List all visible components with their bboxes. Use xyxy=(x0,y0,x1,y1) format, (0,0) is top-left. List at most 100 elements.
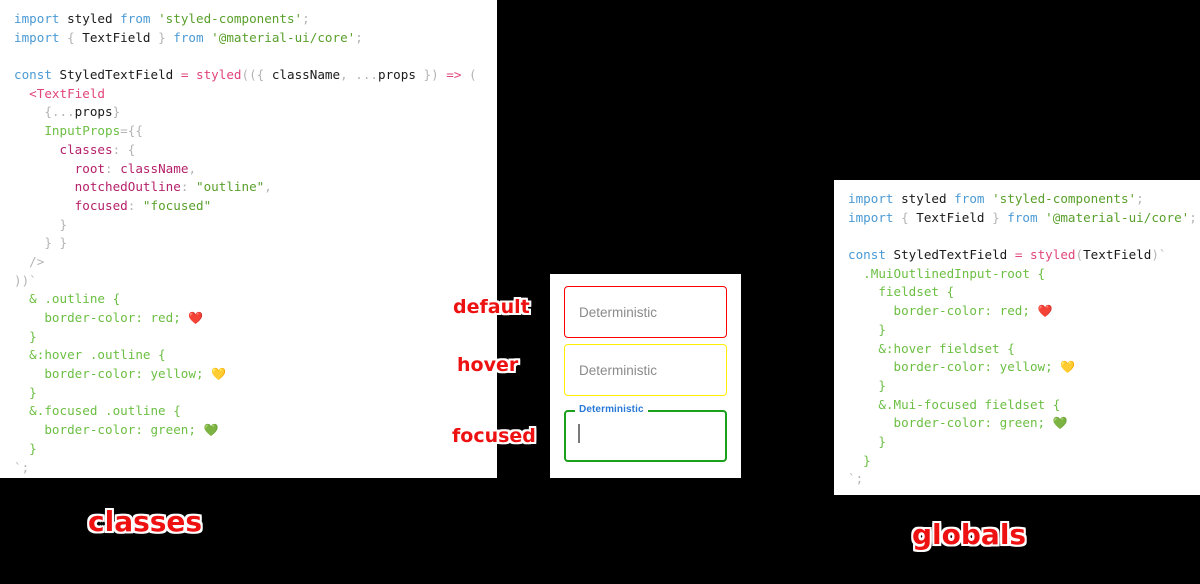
code-token: "outline" xyxy=(196,179,265,195)
code-token xyxy=(14,123,44,138)
code-token: styled xyxy=(67,11,121,26)
code-line: } xyxy=(14,384,497,403)
code-line: {...props} xyxy=(14,103,497,122)
code-token: : xyxy=(180,179,196,195)
code-line: } xyxy=(848,433,1200,452)
textfield-focused[interactable]: Deterministic xyxy=(564,404,727,462)
code-token: } xyxy=(848,433,886,449)
code-token: } xyxy=(14,440,37,456)
heart-emoji: ❤️ xyxy=(1037,304,1053,319)
code-token: { xyxy=(67,29,83,45)
code-token: import xyxy=(848,191,902,206)
code-token: } } xyxy=(14,235,68,251)
code-token: < xyxy=(14,85,37,101)
code-line: } xyxy=(14,328,497,347)
annotation-focused: focused xyxy=(452,425,536,447)
code-token: import xyxy=(14,11,68,26)
textfield-default-wrapper[interactable]: Deterministic xyxy=(564,286,727,338)
code-token: } xyxy=(14,328,37,344)
code-line: focused: "focused" xyxy=(14,197,497,216)
code-token: &.Mui-focused fieldset { xyxy=(848,396,1061,412)
code-token: } xyxy=(992,209,1008,225)
code-token: border-color: yellow; xyxy=(14,366,212,382)
code-token: `; xyxy=(14,459,30,475)
code-line: } xyxy=(14,440,497,459)
code-token: from xyxy=(1007,209,1046,225)
code-token: const xyxy=(848,247,894,263)
code-token: from xyxy=(954,191,993,206)
code-token: )` xyxy=(1151,247,1167,263)
code-token: TextField xyxy=(82,29,159,45)
code-token: props xyxy=(74,104,113,120)
textfield-hover[interactable]: Deterministic xyxy=(564,344,727,396)
code-token: TextField xyxy=(1083,247,1152,263)
code-token: /> xyxy=(14,253,45,269)
code-token: (({ xyxy=(241,67,272,83)
code-token: ; xyxy=(1189,209,1197,225)
code-token: root xyxy=(74,160,106,176)
code-token: : xyxy=(105,160,121,176)
code-line xyxy=(848,227,1200,246)
textfield-focused-wrapper[interactable]: Deterministic xyxy=(564,404,727,462)
code-line: import styled from 'styled-components'; xyxy=(14,10,497,29)
code-token: } xyxy=(14,216,68,232)
code-token: ... xyxy=(355,67,379,83)
code-token: } xyxy=(112,104,121,120)
code-token: styled xyxy=(196,67,242,83)
code-token: styled xyxy=(1030,247,1076,263)
code-line: } xyxy=(848,452,1200,471)
code-token: = xyxy=(1014,247,1030,263)
code-token: { xyxy=(901,209,917,225)
code-line: border-color: yellow; 💛 xyxy=(848,358,1200,377)
code-line: } xyxy=(848,321,1200,340)
code-line: border-color: green; 💚 xyxy=(848,414,1200,433)
heart-emoji: 💛 xyxy=(1060,360,1076,375)
code-line: &.focused .outline { xyxy=(14,402,497,421)
code-panel-globals: import styled from 'styled-components';i… xyxy=(834,180,1200,495)
code-line: } } xyxy=(14,234,497,253)
code-token: from xyxy=(120,11,159,26)
code-line: import { TextField } from '@material-ui/… xyxy=(14,29,497,48)
code-line: fieldset { xyxy=(848,283,1200,302)
code-token: border-color: green; xyxy=(848,415,1053,431)
code-line: ))` xyxy=(14,272,497,291)
code-line: &.Mui-focused fieldset { xyxy=(848,396,1200,415)
code-token: & .outline { xyxy=(14,291,121,307)
code-token: props xyxy=(378,67,424,83)
code-token: border-color: yellow; xyxy=(848,359,1061,375)
code-token: focused xyxy=(74,197,128,213)
code-token: &.focused .outline { xyxy=(14,403,181,419)
code-line: `; xyxy=(14,459,497,478)
code-line: & .outline { xyxy=(14,290,497,309)
code-line: notchedOutline: "outline", xyxy=(14,178,497,197)
code-line: InputProps={{ xyxy=(14,122,497,141)
code-line: <TextField xyxy=(14,85,497,104)
code-line: border-color: red; ❤️ xyxy=(14,309,497,328)
code-token: , xyxy=(264,179,272,195)
code-token: import xyxy=(14,29,68,45)
code-token: : xyxy=(127,197,143,213)
code-line: border-color: red; ❤️ xyxy=(848,302,1200,321)
code-token: notchedOutline xyxy=(74,179,181,195)
code-token: StyledTextField xyxy=(893,247,1015,263)
code-line: const StyledTextField = styled(({ classN… xyxy=(14,66,497,85)
code-token: {... xyxy=(14,104,75,120)
code-token: border-color: red; xyxy=(848,303,1038,319)
code-line: &:hover .outline { xyxy=(14,346,497,365)
annotation-default: default xyxy=(453,296,530,318)
code-token: from xyxy=(173,29,212,45)
code-token: } xyxy=(848,377,886,393)
code-token: } xyxy=(158,29,174,45)
code-token: fieldset { xyxy=(848,284,955,300)
textfield-default[interactable]: Deterministic xyxy=(564,286,727,338)
textfield-default-placeholder: Deterministic xyxy=(579,304,658,320)
code-token: 'styled-components' xyxy=(992,191,1137,206)
code-line: } xyxy=(848,377,1200,396)
code-line: } xyxy=(14,216,497,235)
code-token: ; xyxy=(1136,191,1144,206)
code-token: StyledTextField xyxy=(59,67,181,83)
textfield-hover-wrapper[interactable]: Deterministic xyxy=(564,344,727,396)
code-token: => xyxy=(446,67,470,83)
code-line xyxy=(14,47,497,66)
